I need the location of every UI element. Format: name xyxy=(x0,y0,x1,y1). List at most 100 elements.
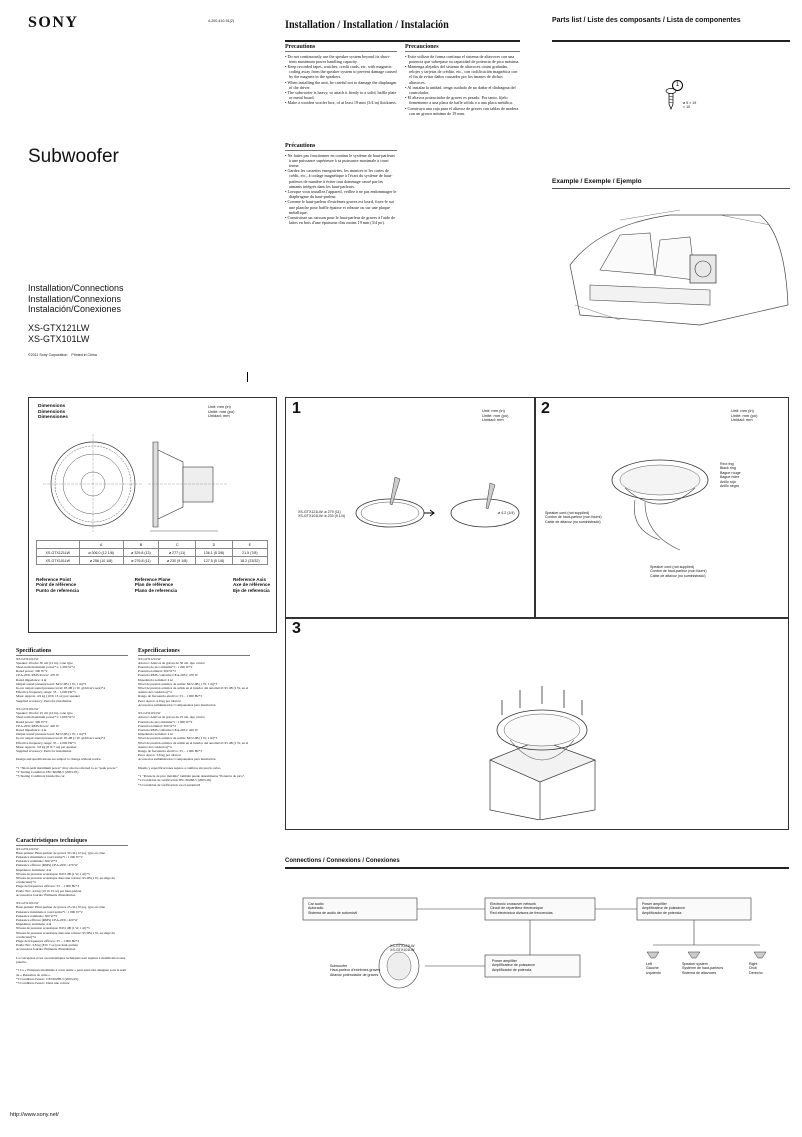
dimensions-title-es: Dimensiones xyxy=(38,415,68,421)
table-cell: 136.1 (5 3/8) xyxy=(195,548,233,557)
precautions-en: Precautions • Do not continuously use th… xyxy=(285,44,397,106)
connection-models: XS-GTX121LW XS-GTX101LW xyxy=(390,944,415,953)
precaution-item: • El altavoz potenciador de graves es pe… xyxy=(405,95,513,106)
table-cell: ø 277 (11) xyxy=(158,548,197,557)
step2-panel xyxy=(535,397,789,618)
precaution-item: • Lorsque vous installez l'appareil, vei… xyxy=(285,189,397,200)
website-url[interactable]: http://www.sony.net/ xyxy=(10,1112,59,1118)
copyright: ©2011 Sony Corporation xyxy=(28,353,68,357)
precautions-en-title: Precautions xyxy=(285,44,316,50)
table-cell: 21.5 (7/8) xyxy=(231,548,269,557)
parts-rule xyxy=(552,40,790,42)
precaution-item: • Evite utilizar de forma continua el si… xyxy=(405,53,520,64)
divider xyxy=(138,655,250,656)
specs-fr-title: Caractéristiques techniques xyxy=(16,838,88,844)
model-list: XS-GTX121LW XS-GTX101LW xyxy=(28,323,89,344)
example-header: Example / Exemple / Ejemplo xyxy=(552,178,642,185)
reference-axis-label: Reference Axis Axe de référence Eje de r… xyxy=(232,577,270,593)
step1-units: Unit: mm (in) Unité: mm (po) Unidad: mm xyxy=(482,408,509,423)
table-cell: A xyxy=(78,540,124,549)
speaker-system-label: Speaker system Système de haut-parleurs … xyxy=(682,962,724,975)
step2-cord-label-1: Speaker cord (not supplied) Cordon de ha… xyxy=(545,511,602,524)
table-cell: XS-GTX101LW xyxy=(36,556,80,565)
precaution-item: • Comme le haut-parleur d'extrêmes grave… xyxy=(285,199,394,215)
copyright-line: ©2011 Sony Corporation Printed in China xyxy=(28,353,97,357)
table-cell: C xyxy=(158,540,197,549)
model-name: XS-GTX121LW xyxy=(28,323,90,333)
header-rule xyxy=(285,40,520,42)
table-cell: ø 276.8 (11) xyxy=(122,556,160,565)
step2-units: Unit: mm (in) Unité: mm (po) Unidad: mm xyxy=(731,408,758,423)
table-cell: ø 306.0 (12 1/8) xyxy=(78,548,124,557)
precaution-item: • Ne faites pas fonctionner en continu l… xyxy=(285,152,395,168)
precaution-item: • Construya una caja para el altavoz de … xyxy=(405,105,519,116)
divider xyxy=(285,150,397,151)
specs-es: Especificaciones XS-GTX121LW Altavoz: Al… xyxy=(138,648,250,787)
screw-icon xyxy=(665,88,677,110)
precautions-fr-list: • Ne faites pas fonctionner en continu l… xyxy=(285,153,397,226)
fold-mark xyxy=(247,372,248,382)
subtitle-en: Installation/Connections xyxy=(28,283,124,293)
precaution-item: • Construisez un caisson pour le haut-pa… xyxy=(285,215,396,226)
dimensions-units: Unit: mm (in) Unité: mm (po) Unidad: mm xyxy=(208,404,235,419)
dimensions-title: Dimensions Dimensions Dimensiones xyxy=(38,404,68,421)
precaution-item: • Make a wooden woofer box, of at least … xyxy=(285,100,397,106)
precaution-item: • Mantenga alejados del sistema de altav… xyxy=(405,64,518,85)
step3-number: 3 xyxy=(292,620,301,637)
subwoofer-label: Subwoofer Haut-parleur d'extrêmes graves… xyxy=(330,964,381,977)
step2-number: 2 xyxy=(541,400,550,417)
precautions-fr: Précautions • Ne faites pas fonctionner … xyxy=(285,143,397,225)
crossover-label: Electronic crossover network Circuit de … xyxy=(490,902,553,915)
step2-drawing xyxy=(611,459,709,551)
dimensions-title-en: Dimensions xyxy=(38,404,66,409)
precautions-es-title: Precauciones xyxy=(405,44,439,50)
reference-legend: Reference Point Point de référence Punto… xyxy=(36,577,270,593)
sony-logo: SONY xyxy=(28,14,79,31)
specs-fr: Caractéristiques techniques XS-GTX121LW … xyxy=(16,838,128,985)
specs-en-text: XS-GTX121LW Speaker: Woofer 30 cm (12 in… xyxy=(16,656,118,779)
printed-in: Printed in China xyxy=(71,353,97,357)
model-name: XS-GTX101LW xyxy=(28,333,90,344)
reference-plane-label: Reference Plane Plan de référence Plano … xyxy=(134,577,178,593)
step1-drill-label: ø 4.2 (1/4) xyxy=(498,511,515,515)
table-cell: XS-GTX121LW xyxy=(36,548,80,557)
specs-es-text: XS-GTX121LW Altavoz: Altavoz de graves d… xyxy=(138,656,249,787)
table-cell: ø 256 (10 1/8) xyxy=(78,556,124,565)
dimensions-title-fr: Dimensions xyxy=(38,409,66,415)
dimensions-letter-row: A B C D E xyxy=(36,540,269,549)
specs-en: Specifications XS-GTX121LW Speaker: Woof… xyxy=(16,648,128,778)
power-amp-top-label: Power amplifier Amplificateur de puissan… xyxy=(642,902,685,915)
subtitle-fr: Installation/Connexions xyxy=(28,293,122,304)
divider xyxy=(16,845,128,846)
installation-header: Installation / Installation / Instalació… xyxy=(285,17,449,31)
step1-drawing xyxy=(355,476,520,528)
table-cell: 127.5 (5 1/8) xyxy=(195,556,233,565)
precaution-item: • Al instalar la unidad, tenga cuidado d… xyxy=(405,84,516,96)
precaution-item: • The subwoofer is heavy, so attach it f… xyxy=(285,90,397,101)
dimensions-drawing xyxy=(43,434,228,532)
precaution-item: • Keep recorded tapes, watches, credit c… xyxy=(285,64,397,80)
parts-callout: 1 xyxy=(672,80,683,91)
table-cell: ø 329.8 (13) xyxy=(122,548,160,557)
table-cell: B xyxy=(122,540,160,549)
right-label: Right Droit Derecho xyxy=(749,962,763,975)
document-code: 4-200-410-51(2) xyxy=(208,19,234,23)
parts-item-label: ø 5 × 19 × 10 xyxy=(683,101,697,110)
divider xyxy=(16,655,128,656)
connections-lines xyxy=(302,897,767,989)
divider xyxy=(405,51,520,52)
subtitle-block: Installation/Connections Installation/Co… xyxy=(28,283,124,315)
power-amp-bottom-label: Power amplifier Amplificateur de puissan… xyxy=(492,959,535,972)
precautions-es: Precauciones • Evite utilizar de forma c… xyxy=(405,44,520,116)
connections-rule xyxy=(285,867,789,869)
precautions-fr-title: Précautions xyxy=(285,143,316,149)
step1-panel xyxy=(285,397,535,618)
step2-ring-labels: Red ring Black ring Bague rouge Bague no… xyxy=(720,462,741,489)
precaution-item: • Gardez les cassettes enregistrées, les… xyxy=(285,168,393,189)
specs-es-title: Especificaciones xyxy=(138,648,180,654)
precautions-en-list: • Do not continuously use the speaker sy… xyxy=(285,54,397,106)
precautions-es-list: • Evite utilizar de forma continua el si… xyxy=(405,54,520,116)
